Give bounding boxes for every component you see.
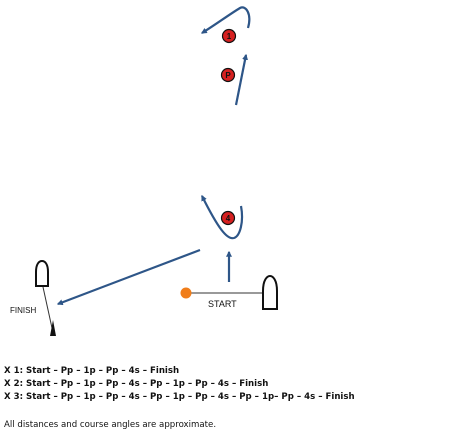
start-pin-buoy — [180, 287, 192, 299]
finish-committee-boat — [35, 259, 49, 287]
course-x1: X 1: Start – Pp – 1p – Pp – 4s – Finish — [4, 366, 180, 376]
course-x2: X 2: Start – Pp – 1p – Pp – 4s – Pp – 1p… — [4, 379, 269, 389]
mark-p: P — [220, 67, 236, 83]
disclaimer-note: All distances and course angles are appr… — [4, 420, 217, 430]
mark-4-label: 4 — [226, 214, 231, 223]
finish-line — [42, 286, 53, 329]
arrow-to-finish — [56, 248, 201, 306]
start-label: START — [208, 299, 237, 309]
arrow-around-mark-4 — [201, 194, 244, 240]
course-diagram: 1 P 4 START FINISH — [10, 6, 278, 336]
mark-4: 4 — [220, 210, 236, 226]
arrow-to-mark-p — [234, 53, 249, 106]
finish-flag-buoy — [50, 320, 56, 336]
course-x3: X 3: Start – Pp – 1p – Pp – 4s – Pp – 1p… — [4, 392, 355, 402]
arrow-around-mark-1 — [200, 6, 251, 34]
mark-1: 1 — [221, 28, 237, 44]
course-list: X 1: Start – Pp – 1p – Pp – 4s – Finish … — [4, 365, 460, 404]
mark-1-label: 1 — [227, 32, 232, 41]
start-committee-boat — [262, 274, 278, 310]
mark-p-label: P — [225, 71, 231, 80]
finish-label: FINISH — [10, 306, 36, 315]
